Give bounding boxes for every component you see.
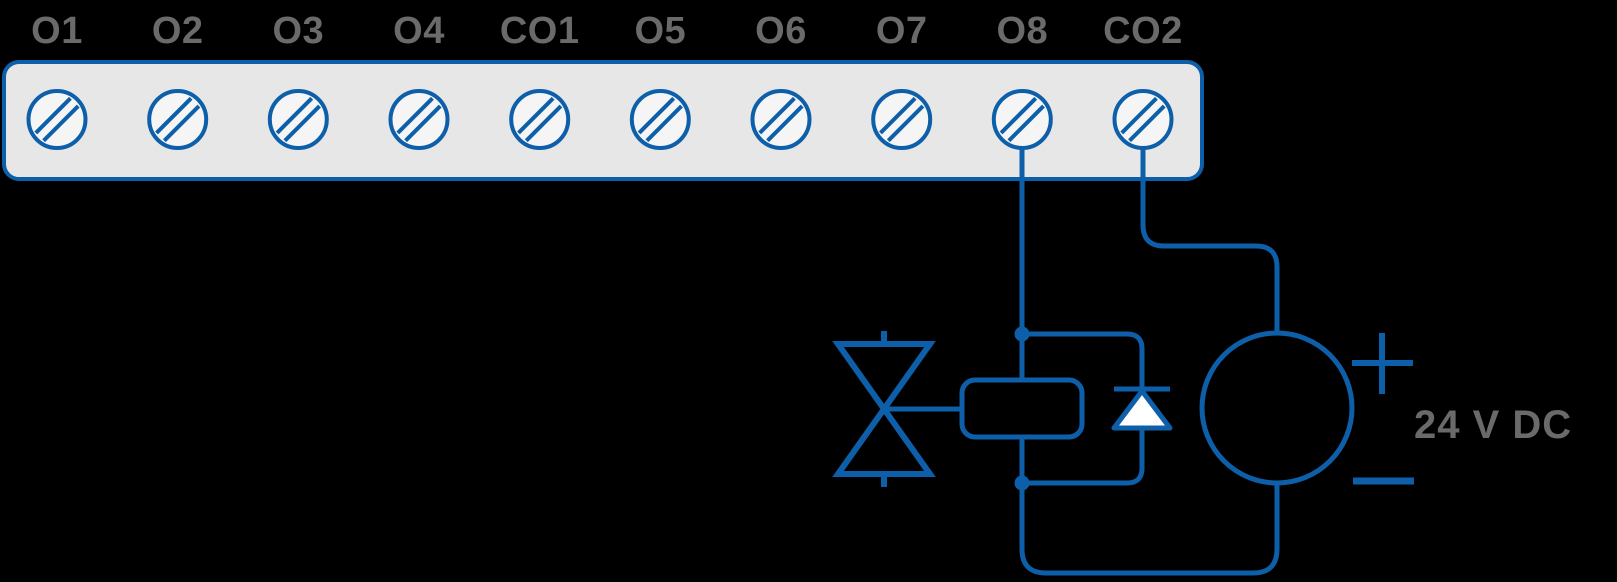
- terminal-o5: [629, 89, 691, 150]
- terminal-label-o2: O2: [151, 10, 204, 52]
- valve-symbol: [832, 331, 936, 487]
- terminal-label-o6: O6: [755, 10, 807, 52]
- power-supply-label: 24 V DC: [1414, 403, 1573, 447]
- terminal-label-co2: CO2: [1103, 10, 1183, 52]
- screw-slot-line: [34, 96, 72, 135]
- screw-terminal-icon: [871, 89, 933, 150]
- terminal-o4: [388, 89, 450, 150]
- screw-slot-line: [1120, 96, 1158, 135]
- screw-slot-line: [886, 104, 925, 143]
- terminal-co2: [1112, 89, 1174, 150]
- terminal-o2: [147, 89, 209, 150]
- flyback-diode-icon: [1111, 388, 1173, 431]
- screw-slot-line: [42, 104, 80, 143]
- wire-return-run: [1019, 483, 1280, 576]
- screw-slot-line: [1007, 104, 1045, 143]
- screw-slot-line: [275, 96, 314, 135]
- screw-slot-line: [1128, 104, 1166, 143]
- terminal-o3: [267, 89, 329, 150]
- wire-co2-to-source: [1140, 147, 1280, 333]
- screw-terminal-icon: [629, 89, 691, 150]
- junction-dot-top: [1014, 326, 1030, 342]
- terminal-o8: [991, 89, 1053, 150]
- screw-slot-line: [637, 96, 676, 135]
- screw-slot-line: [517, 96, 555, 135]
- screw-slot-line: [758, 96, 796, 135]
- terminal-label-o7: O7: [875, 10, 928, 52]
- screw-terminal-icon: [509, 89, 571, 150]
- junction-dot-bottom: [1014, 475, 1030, 491]
- screw-slot-line: [879, 96, 917, 135]
- flyback-diode: [1111, 386, 1173, 431]
- screw-slot-line: [524, 104, 563, 143]
- terminal-label-co1: CO1: [499, 10, 580, 52]
- screw-slot-line: [155, 96, 193, 135]
- terminal-row: [26, 89, 1174, 150]
- terminal-label-o8: O8: [996, 10, 1049, 52]
- screw-terminal-icon: [991, 89, 1053, 150]
- screw-terminal-icon: [147, 89, 209, 150]
- screw-slot-line: [404, 104, 442, 143]
- plus-icon: [1352, 333, 1413, 394]
- terminal-label-o3: O3: [272, 10, 325, 52]
- terminal-label-o4: O4: [393, 10, 445, 52]
- screw-slot-line: [162, 104, 201, 143]
- polarity-marks: [1352, 333, 1414, 485]
- screw-slot-line: [999, 96, 1038, 135]
- screw-slot-line: [396, 96, 434, 135]
- dc-power-source-icon: [1199, 330, 1355, 486]
- screw-slot-line: [645, 104, 683, 143]
- terminal-co1: [509, 89, 571, 150]
- terminal-o1: [26, 89, 88, 150]
- screw-terminal-icon: [388, 89, 450, 150]
- terminal-o6: [750, 89, 812, 150]
- screw-slot-line: [283, 104, 321, 143]
- screw-terminal-icon: [750, 89, 812, 150]
- screw-terminal-icon: [26, 89, 88, 150]
- terminal-label-o5: O5: [634, 10, 687, 52]
- relay-coil-icon: [959, 377, 1085, 440]
- terminal-label-o1: O1: [31, 10, 83, 52]
- screw-slot-line: [766, 104, 804, 143]
- valve-icon: [832, 341, 936, 477]
- screw-terminal-icon: [1112, 89, 1174, 150]
- terminal-o7: [871, 89, 933, 150]
- screw-terminal-icon: [267, 89, 329, 150]
